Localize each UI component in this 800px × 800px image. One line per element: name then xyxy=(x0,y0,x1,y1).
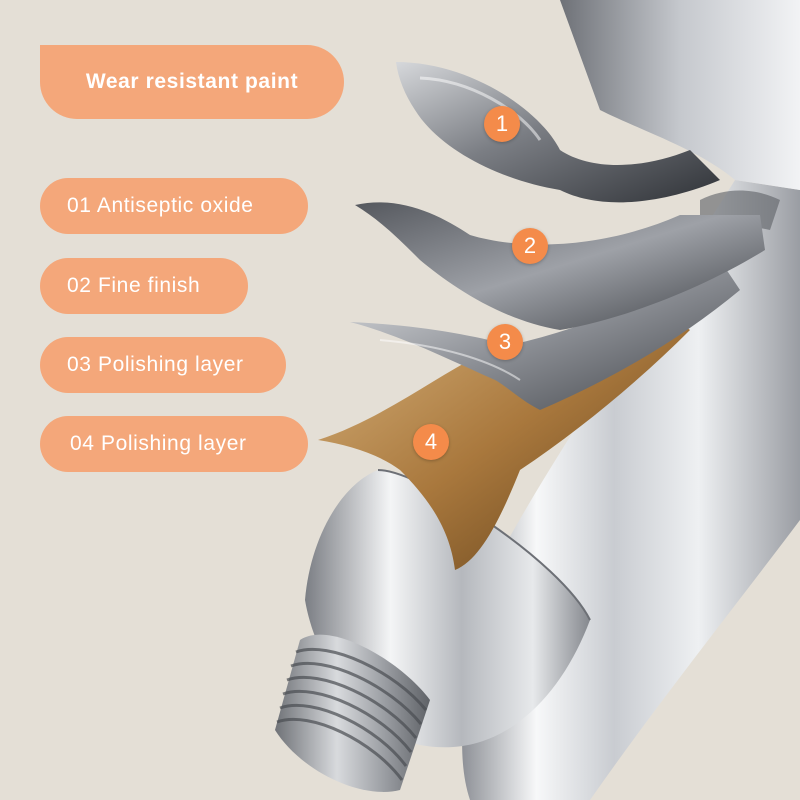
layer-2-number-badge: 2 xyxy=(512,228,548,264)
layer-3-label: 03 Polishing layer xyxy=(40,337,286,393)
layer-1-label: 01 Antiseptic oxide xyxy=(40,178,308,234)
layer-2-label: 02 Fine finish xyxy=(40,258,248,314)
layer-2-dark xyxy=(355,202,765,330)
layer-4-number-badge: 4 xyxy=(413,424,449,460)
handle-top-shell xyxy=(560,0,800,190)
layer-3-number-badge: 3 xyxy=(487,324,523,360)
layer-1-number-badge: 1 xyxy=(484,106,520,142)
threaded-connector xyxy=(275,634,430,792)
wear-resistant-paint-label: Wear resistant paint xyxy=(40,45,344,119)
layer-4-label: 04 Polishing layer xyxy=(40,416,308,472)
layer-1-leaf xyxy=(396,62,720,203)
